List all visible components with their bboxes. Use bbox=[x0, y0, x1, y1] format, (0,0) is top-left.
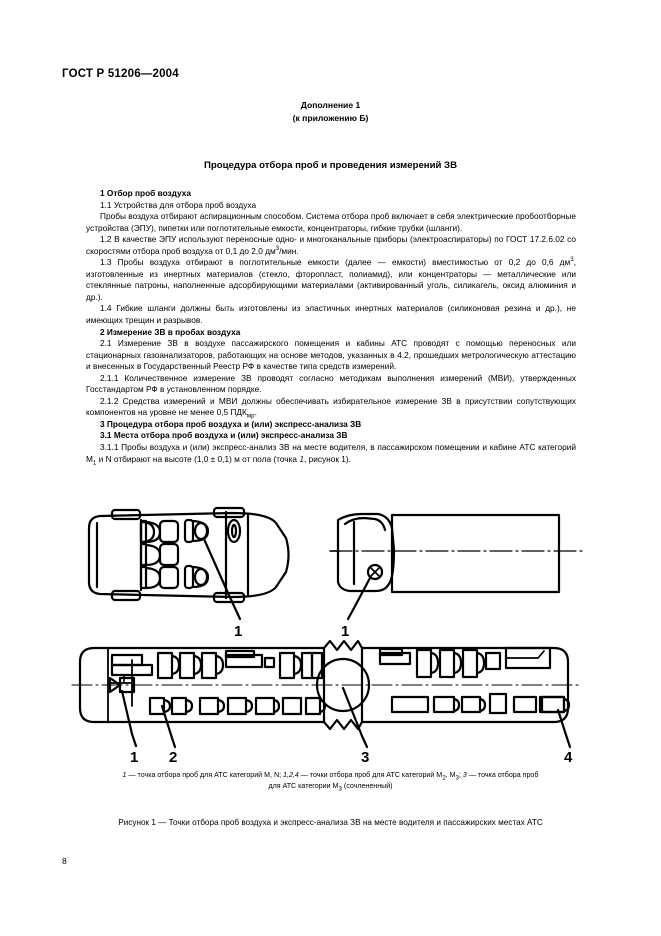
section-3-1-1-text-c: , рисунок 1). bbox=[303, 453, 351, 464]
legend-text-a: — точка отбора проб для АТС категорий М,… bbox=[126, 771, 284, 779]
bus-callout-line-1 bbox=[120, 689, 138, 748]
legend-point-1-ref: 1 bbox=[122, 771, 127, 779]
section-2-1-2-paragraph: 2.1.2 Средства измерений и МВИ должны об… bbox=[86, 395, 576, 421]
section-3-1-1-paragraph: 3.1.1 Пробы воздуха и (или) экспресс-ана… bbox=[86, 442, 576, 467]
callout-label-car-plan: 1 bbox=[234, 623, 242, 640]
section-1-3-paragraph: 1.3 Пробы воздуха отбирают в поглотитель… bbox=[86, 257, 576, 303]
section-2-1-2-text-b: . bbox=[254, 407, 257, 418]
car-front-view bbox=[329, 512, 396, 593]
bus-callout-line-4 bbox=[556, 708, 572, 749]
legend-points-124-ref: 1,2,4 bbox=[283, 771, 299, 779]
car-front-callout-line bbox=[346, 576, 372, 621]
articulated-bus-plan bbox=[71, 639, 579, 731]
legend-line2-sub: 3 bbox=[338, 785, 342, 793]
page-title: Процедура отбора проб и проведения измер… bbox=[203, 160, 458, 171]
section-1-2-superscript: 3 bbox=[275, 244, 280, 252]
annex-line-2: (к приложению Б) bbox=[292, 112, 369, 123]
car-plan-view bbox=[87, 506, 290, 604]
standard-code-header: ГОСТ Р 51206—2004 bbox=[62, 68, 179, 80]
legend-text-e: — точка отбора проб bbox=[466, 771, 539, 779]
trailer-box bbox=[390, 513, 561, 594]
section-1-heading: 1 Отбор проб воздуха bbox=[100, 188, 191, 198]
callout-label-bus-2: 2 bbox=[169, 749, 177, 766]
section-2-1-2-subscript: мр bbox=[246, 413, 255, 421]
section-3-1-1-point-ref: 1 bbox=[299, 453, 304, 464]
section-1-3-text-a: 1.3 Пробы воздуха отбирают в поглотитель… bbox=[100, 257, 571, 268]
section-2-1-1-paragraph: 2.1.1 Количественное измерение ЗВ провод… bbox=[86, 372, 576, 395]
section-2-1-paragraph: 2.1 Измерение ЗВ в воздухе пассажирского… bbox=[86, 338, 576, 372]
legend-text-b: — точки отбора проб для АТС категорий М bbox=[298, 771, 443, 779]
legend-point-3-ref: 3 bbox=[462, 771, 467, 779]
legend-sub-m3: 3 bbox=[455, 774, 459, 782]
section-3-heading: 3 Процедура отбора проб воздуха и (или) … bbox=[100, 418, 362, 429]
legend-line2-a: для АТС категории М bbox=[268, 782, 339, 790]
legend-line2-b: (сочлененный) bbox=[341, 782, 393, 790]
section-3-1-1-text-b: и N отбирают на высоте (1,0 ± 0,1) м от … bbox=[96, 453, 300, 464]
annex-line-1: Дополнение 1 bbox=[300, 100, 361, 110]
legend-text-c: , М bbox=[445, 771, 456, 779]
figure-caption: Рисунок 1 — Точки отбора проб воздуха и … bbox=[118, 818, 543, 827]
section-2-1-2-text-a: 2.1.2 Средства измерений и МВИ должны об… bbox=[86, 395, 576, 418]
section-1-1-paragraph: Пробы воздуха отбирают аспирационным спо… bbox=[86, 211, 576, 233]
page-number: 8 bbox=[62, 856, 67, 866]
callout-label-bus-4: 4 bbox=[564, 749, 573, 766]
callout-label-car-front: 1 bbox=[341, 623, 349, 640]
figure-1-diagram: 1 1 1 2 3 4 bbox=[62, 498, 599, 778]
section-1-1-heading: 1.1 Устройства для отбора проб воздуха bbox=[100, 199, 257, 210]
section-3-1-1-text-a: 3.1.1 Пробы воздуха и (или) экспресс-ана… bbox=[86, 442, 576, 464]
legend-text-d: ; bbox=[458, 771, 463, 779]
callout-label-bus-3: 3 bbox=[361, 749, 369, 766]
section-2-heading: 2 Измерение ЗВ в пробах воздуха bbox=[100, 326, 241, 337]
section-1-2-text-b: /мин. bbox=[279, 245, 299, 256]
section-1-3-text-b: , изготовленные из инертных материалов (… bbox=[86, 257, 576, 302]
section-1-2-paragraph: 1.2 В качестве ЭПУ используют переносные… bbox=[86, 234, 576, 257]
annex-reference: Дополнение 1 (к приложению Б) bbox=[0, 99, 661, 124]
bus-callout-line-3 bbox=[341, 686, 369, 749]
car-plan-callout-line bbox=[202, 537, 242, 621]
figure-legend-note: 1 — точка отбора проб для АТС категорий … bbox=[78, 770, 583, 792]
section-1-2-text-a: 1.2 В качестве ЭПУ используют переносные… bbox=[86, 234, 576, 256]
section-1-4-paragraph: 1.4 Гибкие шланги должны быть изготовлен… bbox=[86, 303, 576, 326]
section-3-1-1-subscript: 1 bbox=[92, 459, 97, 467]
callout-label-bus-1: 1 bbox=[130, 749, 138, 766]
body-text-column: 1 Отбор проб воздуха 1.1 Устройства для … bbox=[86, 188, 576, 467]
vehicle-sampling-points-drawing: 1 1 1 2 3 4 bbox=[71, 506, 583, 766]
section-1-3-superscript: 3 bbox=[570, 256, 574, 264]
bus-callout-line-2 bbox=[160, 704, 177, 749]
legend-sub-m2: 2 bbox=[442, 774, 446, 782]
section-3-1-heading: 3.1 Места отбора проб воздуха и (или) эк… bbox=[100, 430, 348, 441]
